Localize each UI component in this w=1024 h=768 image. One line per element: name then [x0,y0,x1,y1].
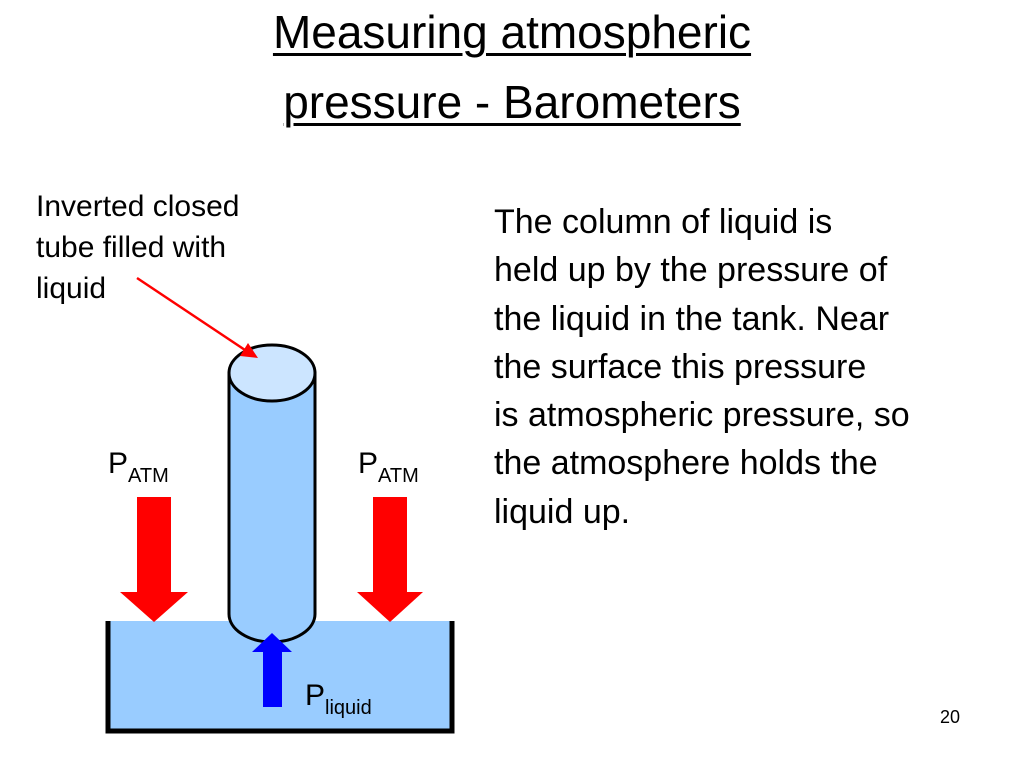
tube-top [227,343,317,403]
tube-label-line: liquid [36,272,107,305]
tube-body [227,371,317,644]
patm-right-label: PATM [358,447,419,487]
tube-label: Inverted closed tube filled with liquid [36,186,239,309]
pointer-arrowhead [240,343,258,358]
pliquid-main: P [305,679,326,712]
liquid-arrow [252,633,292,707]
explanation-line: the atmosphere holds the [494,444,878,483]
slide-title-line-1: Measuring atmospheric [0,6,1024,58]
tube-label-line: Inverted closed [36,190,240,223]
explanation-line: held up by the pressure of [494,251,888,290]
pointer-line [136,276,249,354]
atm-arrow-left [120,497,188,622]
explanation-line: the surface this pressure [494,347,867,386]
explanation-line: is atmospheric pressure, so [494,396,910,435]
patm-left-main: P [108,447,129,480]
explanation-text: The column of liquid is held up by the p… [494,198,910,536]
slide-title-line-2: pressure - Barometers [0,76,1024,128]
pliquid-label: Pliquid [305,679,372,719]
explanation-line: The column of liquid is [494,203,833,241]
slide-number: 20 [939,707,961,727]
patm-left-label: PATM [108,447,169,487]
explanation-line: liquid up. [494,492,631,531]
patm-right-main: P [358,447,379,480]
explanation-line: the liquid in the tank. Near [494,299,890,338]
slide-title-line-2-text: pressure - Barometers [283,76,741,128]
slide-title-line-1-text: Measuring atmospheric [272,6,752,58]
pliquid-sub: liquid [325,697,372,719]
atm-arrow-right [357,497,423,622]
tank-outline [105,621,455,734]
tube-label-line: tube filled with [36,231,227,264]
patm-right-sub: ATM [378,465,419,487]
patm-left-sub: ATM [128,465,169,487]
